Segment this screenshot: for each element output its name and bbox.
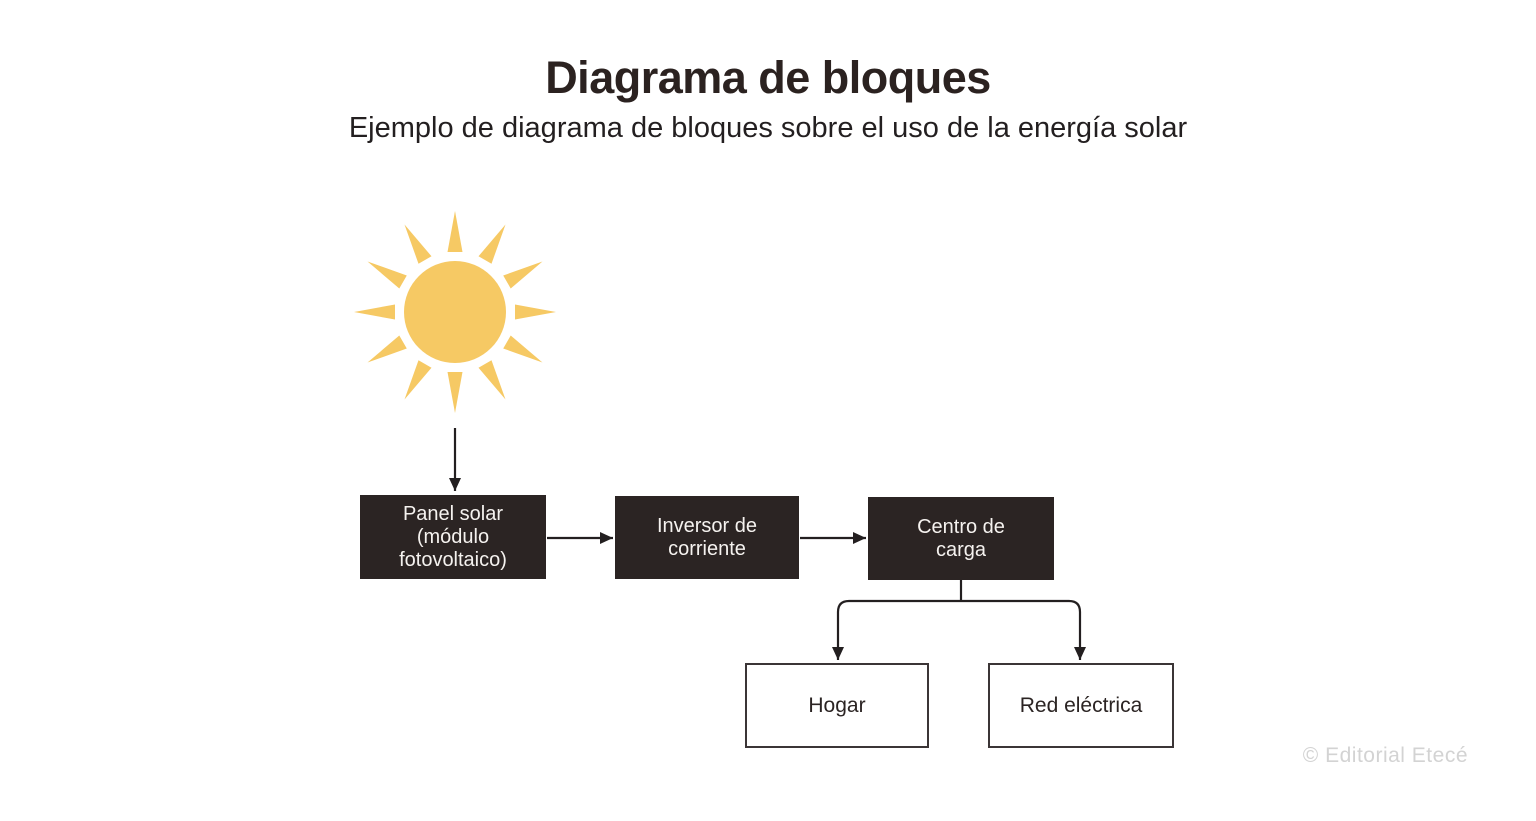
arrow-centro-to-red: [961, 599, 1086, 660]
sun-icon: [354, 211, 556, 413]
block-hogar-label: Hogar: [808, 693, 866, 717]
block-inversor-corriente-label: Inversor de corriente: [656, 514, 758, 560]
block-red-electrica-label: Red eléctrica: [1019, 693, 1143, 717]
arrow-centro-to-hogar: [832, 599, 961, 660]
block-centro-carga-label: Centro de carga: [917, 515, 1005, 561]
page-subtitle: Ejemplo de diagrama de bloques sobre el …: [348, 112, 1188, 144]
block-panel-solar: Panel solar (módulo fotovoltaico): [360, 495, 546, 579]
block-red-electrica: Red eléctrica: [988, 663, 1174, 748]
block-centro-carga: Centro de carga: [868, 497, 1054, 580]
editorial-watermark: © Editorial Etecé: [1302, 744, 1468, 767]
page-title: Diagrama de bloques: [545, 52, 991, 103]
block-inversor-corriente: Inversor de corriente: [615, 496, 799, 579]
block-hogar: Hogar: [745, 663, 929, 748]
block-panel-solar-label: Panel solar (módulo fotovoltaico): [399, 502, 507, 571]
